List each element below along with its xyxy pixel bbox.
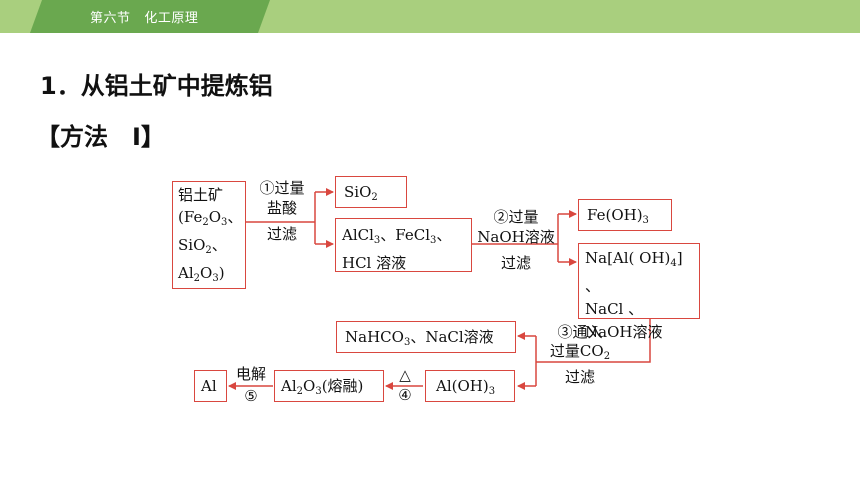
section-number: 第六节 (90, 11, 131, 26)
feoh3-box: Fe(OH)3 (578, 199, 672, 231)
step5-label: 电解 ⑤ (235, 365, 266, 405)
arrow-step3 (536, 319, 651, 363)
section-tab (30, 0, 270, 33)
filtrate2-box: Na[Al( OH)4] 、 NaCl 、 NaOH溶液 (578, 243, 700, 341)
step3-label: ③通入 过量CO2 过滤 (549, 323, 611, 386)
al2o3-box: Al2O3(熔融) (274, 370, 384, 402)
section-label: 第六节 化工原理 (90, 7, 198, 26)
aloh3-box: Al(OH)3 (425, 370, 515, 402)
flow-arrows (228, 188, 651, 390)
al-box: Al (194, 370, 227, 402)
nahco3-box: NaHCO3、NaCl溶液 (336, 321, 516, 353)
chapter-name: 化工原理 (144, 11, 199, 26)
bauxite-box: 铝土矿 (Fe2O3、 SiO2、 Al2O3) (172, 181, 246, 289)
step2-label: ②过量 NaOH溶液 过滤 (477, 208, 555, 272)
method-heading: 【方法 Ⅰ】 (36, 123, 165, 151)
sio2-box: SiO2 (335, 176, 407, 208)
filtrate1-box: AlCl3、FeCl3、 HCl 溶液 (335, 218, 472, 272)
page-title: 1．从铝土矿中提炼铝 (40, 72, 273, 100)
step4-label: △ ④ (398, 366, 412, 404)
step1-label: ①过量 盐酸 过滤 (259, 179, 305, 243)
process-flow-diagram: 铝土矿 (Fe2O3、 SiO2、 Al2O3) ①过量 盐酸 过滤 SiO2 … (160, 165, 720, 410)
header-bar: 第六节 化工原理 (0, 0, 860, 33)
